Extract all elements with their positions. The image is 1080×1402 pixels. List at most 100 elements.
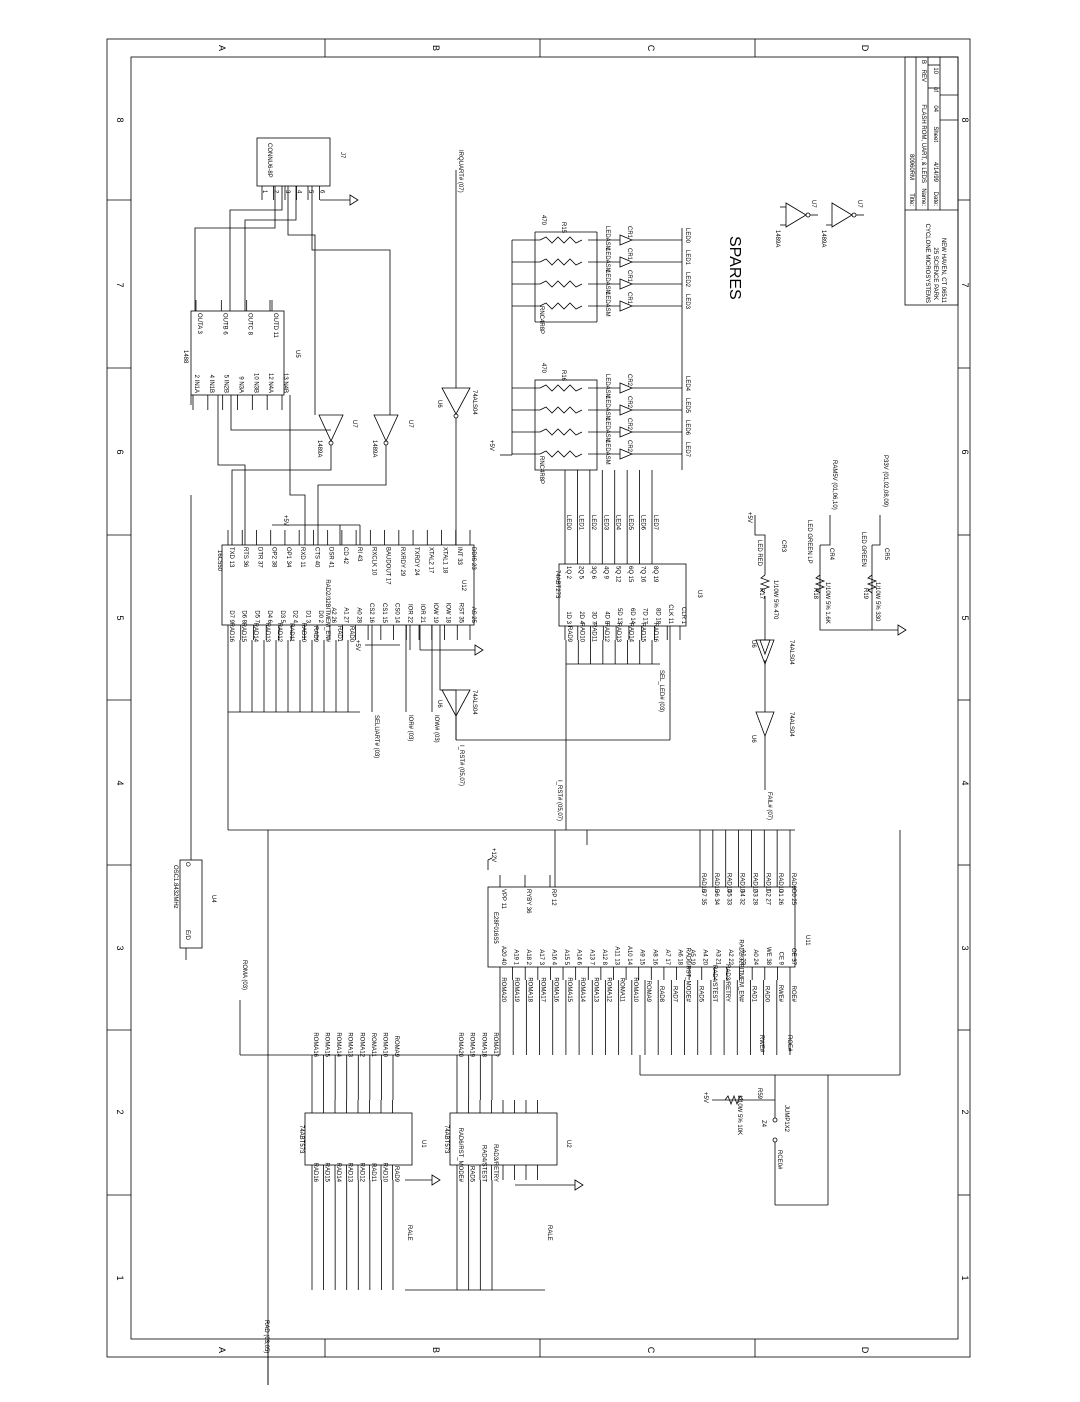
u11-addr-net-11: ROMA9: [645, 981, 651, 1003]
r59-ref: R59: [756, 1088, 762, 1100]
u12-cs-5v-label: +5V: [354, 640, 360, 651]
u12-right-pin-1: RTS 36: [242, 547, 248, 568]
u12-left-pin-10: A0 28: [355, 607, 361, 623]
u3-in-net-0: RAD9: [566, 626, 572, 643]
u3-d-pin-5: 6D 14: [629, 608, 635, 625]
spare-u7a-part: 1489A: [774, 230, 780, 247]
company-name: CYCLONE MICROSYSTEMS: [924, 224, 930, 303]
j7-pin-5: 6: [319, 190, 325, 194]
led-net-5: LED5: [627, 515, 633, 531]
u11-addr-pin-0: A20 40: [500, 946, 506, 966]
sheet-title: SPARES: [726, 236, 743, 300]
u11-addr-pin-8: A12 8: [601, 949, 607, 965]
u12-control: SELUART# (03) IOR# (03) IOW# (03) I_RST#…: [371, 625, 670, 786]
ior-label: IOR# (03): [407, 715, 413, 741]
u1-in-net-6: RAD10: [381, 1163, 387, 1183]
zone-row-7-left: 7: [115, 282, 125, 287]
u12-right-pin-10: RXCLK 10: [370, 547, 376, 576]
u11-data-net-1: RAD15: [713, 873, 719, 893]
u11-addr-pin-10: A10 14: [626, 946, 632, 966]
u2-ref: U2: [565, 1140, 571, 1148]
cr5-ref: CR5: [883, 548, 889, 561]
u11-data-pin-3: D4 32: [739, 889, 745, 906]
roma-label: ROMA (03): [241, 960, 247, 990]
u4-pin-o: O: [184, 862, 190, 867]
j7-ref: J7: [339, 152, 345, 159]
u1-out-net-5: ROMA11: [370, 1033, 376, 1058]
p33v-label: P33V (01,02,08,09): [882, 455, 888, 507]
u3-d-pin-1: 2D 4: [578, 611, 584, 624]
cr4-part: LED GREEN LP: [806, 520, 812, 564]
u12-part: 16C550: [216, 550, 222, 572]
zone-col-a-top: A: [217, 45, 227, 51]
u1-in-net-4: RAD12: [358, 1163, 364, 1183]
r15-ref: R15: [560, 222, 566, 234]
bank-lower-part-2: LEDASM: [604, 418, 610, 443]
company-address-2: NEW HAVEN, CT 06511: [940, 238, 946, 304]
u2-out-net-0: ROMA20: [457, 1032, 463, 1057]
zone-row-8-left: 8: [115, 117, 125, 122]
title-block: Title: 80960RM Name: FLASH ROM, UART, & …: [904, 56, 959, 306]
irst2-label: I_RST# (05,07): [556, 780, 562, 821]
u11-addr-pin-19: A1 23: [740, 949, 746, 965]
u7b-ref: U7: [407, 420, 413, 428]
u1-in-net-0: RAD16: [312, 1163, 318, 1183]
wires-top: [190, 186, 391, 860]
company-address-1: 25 SCIENCE PARK: [932, 247, 938, 300]
zone-col-d-bottom: D: [860, 1347, 870, 1354]
u12-right-pin-9: RI 43: [356, 547, 362, 562]
u2-out-net-3: ROMA17: [492, 1032, 498, 1057]
zone-row-3-right: 3: [960, 945, 970, 950]
u11-data-net-0: RAD16: [700, 873, 706, 893]
bank-lower-led-1: LED5: [684, 398, 690, 414]
u3-q-pin-1: 2Q 5: [577, 566, 583, 580]
u3-in-net-5: RAD14: [627, 623, 633, 643]
u12-left-pin-3: D4 6: [266, 610, 272, 623]
bank-lower-part-1: LEDASM: [604, 396, 610, 421]
u3-d-pin-0: 1D 3: [565, 611, 571, 624]
bank-upper-ref-1: CR1: [626, 248, 632, 261]
u11-addr-pin-12: A8 16: [651, 949, 657, 965]
u1-out-net-2: ROMA14: [335, 1032, 341, 1057]
u6-fail-ref: U6: [750, 640, 756, 648]
zone-col-b-top: B: [431, 45, 441, 51]
u5-right-pin-1: OUTB 6: [221, 313, 227, 335]
u12-left-pin-16: IOW 19: [432, 603, 438, 624]
led-net-4: LED4: [615, 515, 621, 531]
u11-data-pin-4: D3 28: [751, 889, 757, 906]
u3-d-pin-4: 5D 13: [616, 608, 622, 625]
zone-col-d-top: D: [860, 45, 870, 52]
u3-q-pin-0: 1Q 2: [565, 566, 571, 580]
u11-addr-pin-21: WE 38: [765, 947, 771, 966]
u12-left-pin-4: D3 5: [279, 610, 285, 623]
j7-part: CONNU6-8P: [266, 143, 272, 178]
u1-out-net-3: ROMA13: [347, 1032, 353, 1057]
u3-d-pin-7: 8D 18: [654, 608, 660, 625]
u12-left-pin-6: D1 3: [304, 610, 310, 623]
u12-left-pin-14: IOR 22: [406, 604, 412, 624]
u12-data-net-7: RAD9: [312, 626, 318, 643]
u1-part: 74ABT573: [298, 1125, 304, 1154]
u11-data-pin-6: D1 26: [777, 889, 783, 906]
bank-lower-ref-1: CR2: [626, 396, 632, 409]
zone-row-6-right: 6: [960, 449, 970, 454]
u11-data-net-5: RAD11: [764, 873, 770, 893]
u11-data-pin-5: D2 27: [764, 889, 770, 906]
u6-rst-ref: U6: [436, 700, 442, 708]
led-net-7: LED7: [652, 515, 658, 531]
u12-data-net-10: RAD0: [348, 626, 354, 643]
u6-fail2-part: 74ALS04: [788, 712, 794, 737]
r18-ref: R18: [812, 588, 818, 600]
u4-part: OSC1.8432MHz: [172, 865, 178, 909]
u11-addr-net-10: ROMA10: [632, 977, 638, 1002]
cr5-part: LED GREEN: [860, 532, 866, 567]
r18-value: 1/10W 5% 1.6K: [824, 582, 830, 624]
spare-gates: U7 1489A U7 1489A: [774, 200, 864, 247]
zone-row-1-left: 1: [115, 1275, 125, 1280]
u12-data-net-0: RAD16: [228, 623, 234, 643]
u12-right-pin-13: TXRDY 24: [413, 547, 419, 576]
r17-ref: R17: [758, 588, 764, 600]
u3-in-net-7: RAD16: [652, 623, 658, 643]
r19-ref: R19: [862, 588, 868, 600]
